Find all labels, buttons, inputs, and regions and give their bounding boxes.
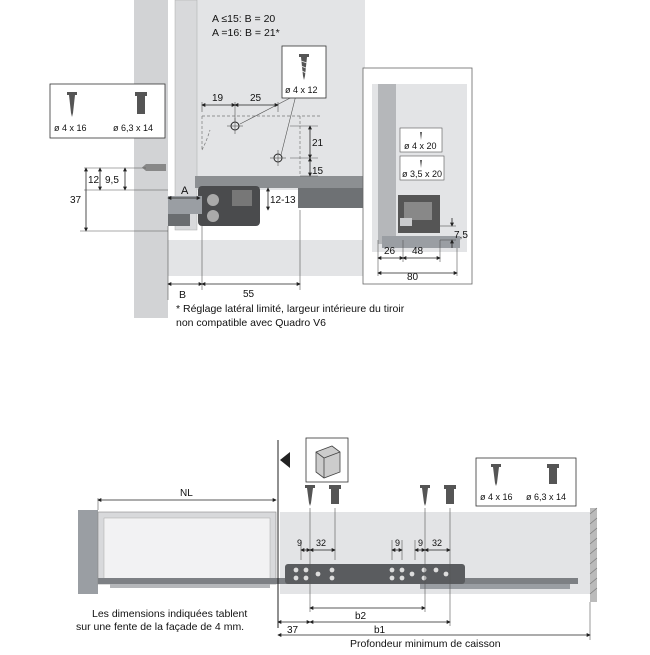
legend-screw-a: ø 4 x 16 — [480, 492, 513, 502]
screw-left-a-label: ø 4 x 16 — [54, 123, 87, 133]
footnote-line-1: * Réglage latéral limité, largeur intéri… — [176, 303, 405, 315]
note-line-2: sur une fente de la façade de 4 mm. — [76, 621, 244, 633]
caption-min-depth: Profondeur minimum de caisson — [350, 638, 501, 650]
cabinet-side-panel — [134, 0, 168, 318]
screw-icon — [135, 92, 147, 114]
drawer-front — [78, 510, 98, 594]
inset-dimension-48: 48 — [412, 246, 424, 257]
direction-arrow-icon — [280, 452, 290, 468]
dimension-9-5: 9,5 — [105, 175, 119, 186]
label-A: A — [181, 185, 189, 197]
inset-dimension-80: 80 — [407, 272, 419, 283]
dimension-9-left: 9 — [297, 538, 302, 548]
screw-icon — [547, 464, 559, 484]
dimension-9-right: 9 — [418, 538, 423, 548]
inset-dimension-26: 26 — [384, 246, 396, 257]
inset-screw-b: ø 3,5 x 20 — [402, 169, 442, 179]
screw-icon — [491, 464, 501, 486]
inset-screw-a: ø 4 x 20 — [404, 141, 437, 151]
dimension-32-right: 32 — [432, 538, 442, 548]
runner-mechanism — [168, 186, 260, 226]
screw-icon — [299, 54, 309, 80]
inset-view: ø 4 x 20 ø 3,5 x 20 7,5 26 48 80 — [362, 67, 473, 285]
top-view: A ≤15: B = 20 A =16: B = 21* ø 4 x 12 ø … — [49, 0, 405, 329]
dimension-25: 25 — [250, 93, 262, 104]
shelf-underside — [298, 188, 363, 208]
screw-icon — [420, 132, 422, 140]
screw-icon — [305, 485, 315, 506]
dimension-12: 12 — [88, 175, 100, 186]
label-B: B — [179, 289, 186, 301]
dimension-32-left: 32 — [316, 538, 326, 548]
cabinet-back-wall — [590, 508, 597, 602]
dimension-19: 19 — [212, 93, 224, 104]
screw-icon — [420, 160, 422, 168]
screw-top-label: ø 4 x 12 — [285, 85, 318, 95]
cabinet-bottom-panel — [168, 240, 363, 276]
side-screw-icon — [142, 164, 166, 171]
screw-left-b-label: ø 6,3 x 14 — [113, 123, 153, 133]
condition-line-2: A =16: B = 21* — [212, 27, 280, 39]
dimension-12-13: 12-13 — [270, 195, 296, 206]
inset-dimension-7-5: 7,5 — [454, 230, 468, 241]
condition-line-1: A ≤15: B = 20 — [212, 13, 275, 25]
footnote-line-2: non compatible avec Quadro V6 — [176, 317, 326, 329]
drawer-bottom-shelf — [195, 176, 365, 188]
dimension-9-mid: 9 — [395, 538, 400, 548]
dimension-37: 37 — [70, 195, 82, 206]
dimension-b2: b2 — [355, 611, 367, 622]
screw-icon — [420, 485, 430, 506]
screw-icon — [444, 485, 456, 504]
screw-icon — [67, 92, 77, 117]
legend-screw-b: ø 6,3 x 14 — [526, 492, 566, 502]
drawer-front-wall — [174, 0, 198, 231]
dimension-b1: b1 — [374, 625, 386, 636]
dimension-37-side: 37 — [287, 625, 299, 636]
dimension-55: 55 — [243, 289, 255, 300]
dimension-15: 15 — [312, 166, 324, 177]
note-line-1: Les dimensions indiquées tablent — [92, 608, 247, 620]
screw-icon — [329, 485, 341, 504]
bracket-icon — [315, 445, 341, 479]
drawer-interior-panel — [175, 0, 365, 190]
label-NL: NL — [180, 488, 193, 499]
dimension-21: 21 — [312, 138, 324, 149]
side-view: NL 9 32 9 — [76, 437, 598, 650]
